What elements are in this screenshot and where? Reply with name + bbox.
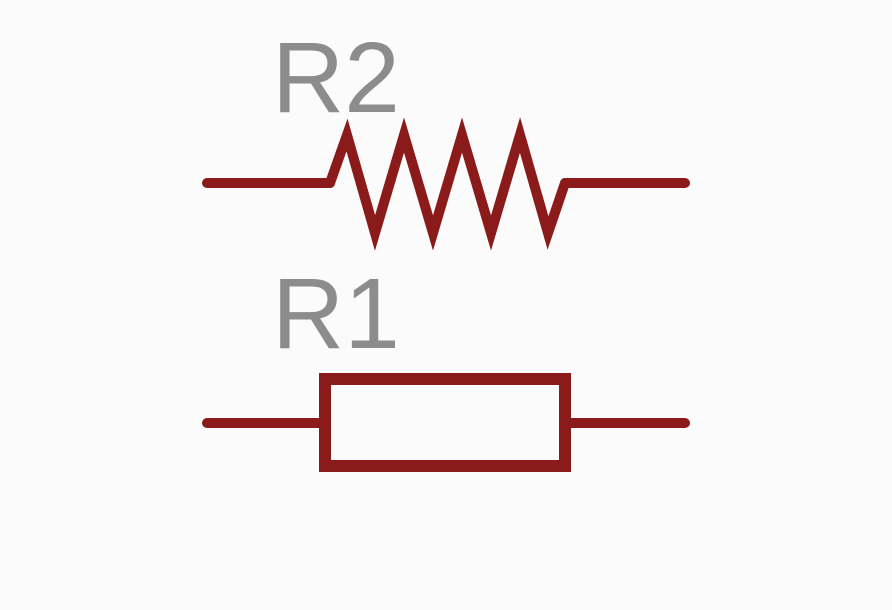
resistor-r2-zigzag-symbol: R2	[202, 22, 690, 251]
resistor-r1-label: R1	[272, 258, 400, 370]
resistor-r1-rectangle-symbol: R1	[202, 258, 690, 472]
resistor-r2-zigzag	[325, 117, 570, 251]
resistor-r2-label: R2	[272, 22, 400, 134]
